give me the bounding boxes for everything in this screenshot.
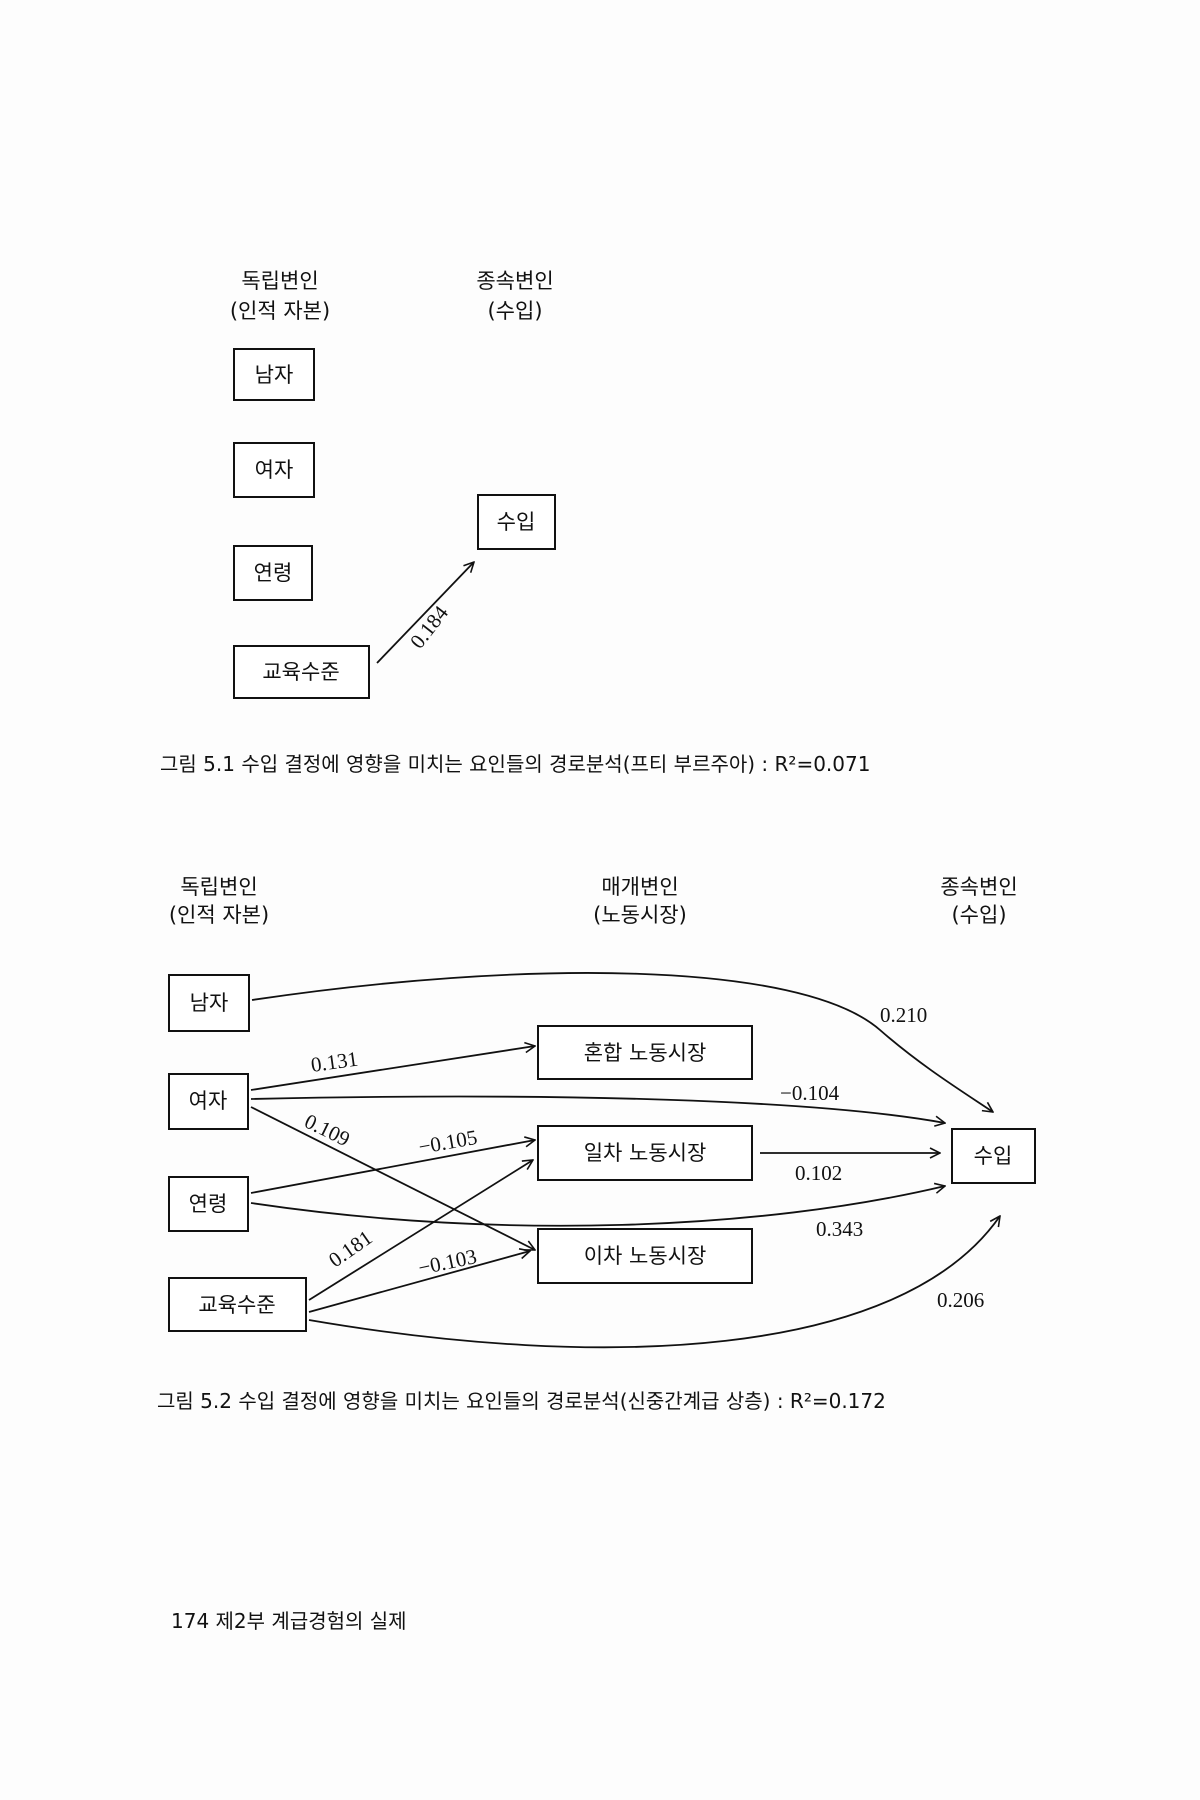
fig1-node-male: 남자 xyxy=(233,348,315,401)
fig2-node-age: 연령 xyxy=(168,1176,249,1232)
fig2-arrow-education-secondary xyxy=(308,1251,530,1313)
fig1-node-female: 여자 xyxy=(233,442,315,498)
fig1-header-dependent: 종속변인 xyxy=(476,269,553,293)
svg-text:여자: 여자 xyxy=(255,458,294,482)
fig2-node-female: 여자 xyxy=(168,1073,249,1130)
svg-text:혼합 노동시장: 혼합 노동시장 xyxy=(584,1041,707,1065)
svg-text:연령: 연령 xyxy=(254,561,293,585)
fig2-arrow-age-income xyxy=(250,1186,945,1227)
svg-text:일차 노동시장: 일차 노동시장 xyxy=(584,1141,707,1165)
fig2-node-income: 수입 xyxy=(951,1128,1036,1184)
fig2-arrow-male-income xyxy=(251,972,993,1112)
fig2-header-dependent: 종속변인 xyxy=(940,875,1017,899)
fig2-node-secondary-market: 이차 노동시장 xyxy=(537,1228,753,1284)
fig2-header-mediator: 매개변인 xyxy=(601,875,678,899)
fig1-node-education: 교육수준 xyxy=(233,645,370,699)
fig2-arrow-education-primary xyxy=(308,1160,533,1301)
fig2-node-education: 교육수준 xyxy=(168,1277,307,1332)
fig2-arrow-age-primary xyxy=(250,1140,535,1194)
fig2-node-male: 남자 xyxy=(168,974,250,1032)
fig1-header-independent-sub: (인적 자본) xyxy=(230,299,330,323)
svg-text:교육수준: 교육수준 xyxy=(262,660,339,684)
svg-text:남자: 남자 xyxy=(190,991,229,1015)
fig2-coef-male-income: 0.210 xyxy=(880,1003,927,1027)
fig2-coef-age-primary: −0.105 xyxy=(417,1125,479,1159)
fig1-node-age: 연령 xyxy=(233,545,313,601)
fig1-header-independent: 독립변인 xyxy=(241,269,318,293)
figure-5-1: 독립변인 (인적 자본) 종속변인 (수입) 남자 여자 수입 연령 교육수준 … xyxy=(160,269,870,776)
fig2-caption: 그림 5.2 수입 결정에 영향을 미치는 요인들의 경로분석(신중간계급 상층… xyxy=(157,1389,886,1413)
fig2-coef-education-income: 0.206 xyxy=(937,1288,984,1312)
fig2-coef-education-primary: 0.181 xyxy=(324,1225,376,1272)
fig2-arrow-female-income xyxy=(250,1095,945,1123)
svg-text:연령: 연령 xyxy=(189,1192,228,1216)
fig2-coef-female-income: −0.104 xyxy=(780,1081,840,1105)
fig2-header-mediator-sub: (노동시장) xyxy=(593,903,687,927)
fig2-header-independent: 독립변인 xyxy=(180,875,257,899)
svg-text:수입: 수입 xyxy=(974,1144,1013,1168)
fig2-arrow-female-secondary xyxy=(250,1106,535,1250)
fig2-coef-age-income: 0.343 xyxy=(816,1217,863,1241)
fig2-coef-female-mixed: 0.131 xyxy=(309,1047,359,1077)
svg-text:수입: 수입 xyxy=(497,510,536,534)
fig1-node-income: 수입 xyxy=(477,494,556,550)
fig1-arrow-education-income xyxy=(376,562,474,664)
fig2-arrow-education-income xyxy=(308,1216,1000,1349)
fig2-coef-primary-income: 0.102 xyxy=(795,1161,842,1185)
fig1-header-dependent-sub: (수입) xyxy=(487,299,542,323)
svg-text:여자: 여자 xyxy=(189,1089,228,1113)
fig2-arrow-female-mixed xyxy=(250,1046,535,1091)
fig1-caption: 그림 5.1 수입 결정에 영향을 미치는 요인들의 경로분석(프티 부르주아)… xyxy=(160,752,870,776)
fig2-node-mixed-market: 혼합 노동시장 xyxy=(537,1025,753,1080)
svg-text:교육수준: 교육수준 xyxy=(198,1293,275,1317)
fig2-node-primary-market: 일차 노동시장 xyxy=(537,1125,753,1181)
fig2-header-independent-sub: (인적 자본) xyxy=(169,903,269,927)
svg-text:남자: 남자 xyxy=(255,363,294,387)
svg-text:이차 노동시장: 이차 노동시장 xyxy=(584,1244,707,1268)
figure-5-2: 독립변인 (인적 자본) 매개변인 (노동시장) 종속변인 (수입) 남자 여자… xyxy=(157,875,1036,1413)
fig2-header-dependent-sub: (수입) xyxy=(951,903,1006,927)
page-footer: 174 제2부 계급경험의 실제 xyxy=(171,1609,407,1633)
